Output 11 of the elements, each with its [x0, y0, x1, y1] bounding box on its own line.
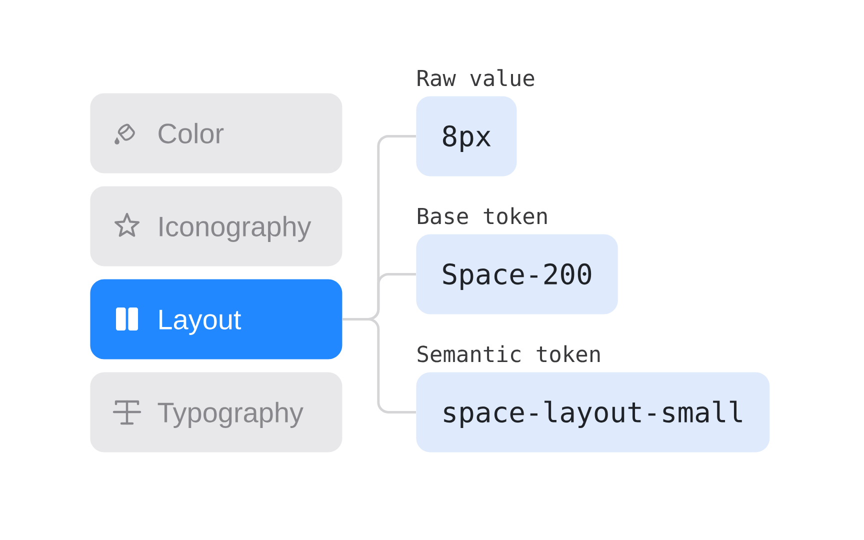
token-box: space-layout-small: [416, 372, 770, 452]
heading-label: Semantic token: [418, 345, 600, 362]
menu-item: Typography: [90, 372, 342, 452]
heading-label: Raw value: [418, 69, 534, 86]
token-box: 8px: [416, 96, 517, 176]
token-box: Space-200: [416, 234, 618, 314]
menu-item: Iconography: [90, 186, 342, 266]
connector-line: [342, 318, 416, 414]
heading-label: Base token: [418, 207, 547, 224]
menu-item: Color: [90, 93, 342, 174]
menu-item: Layout: [90, 279, 342, 360]
